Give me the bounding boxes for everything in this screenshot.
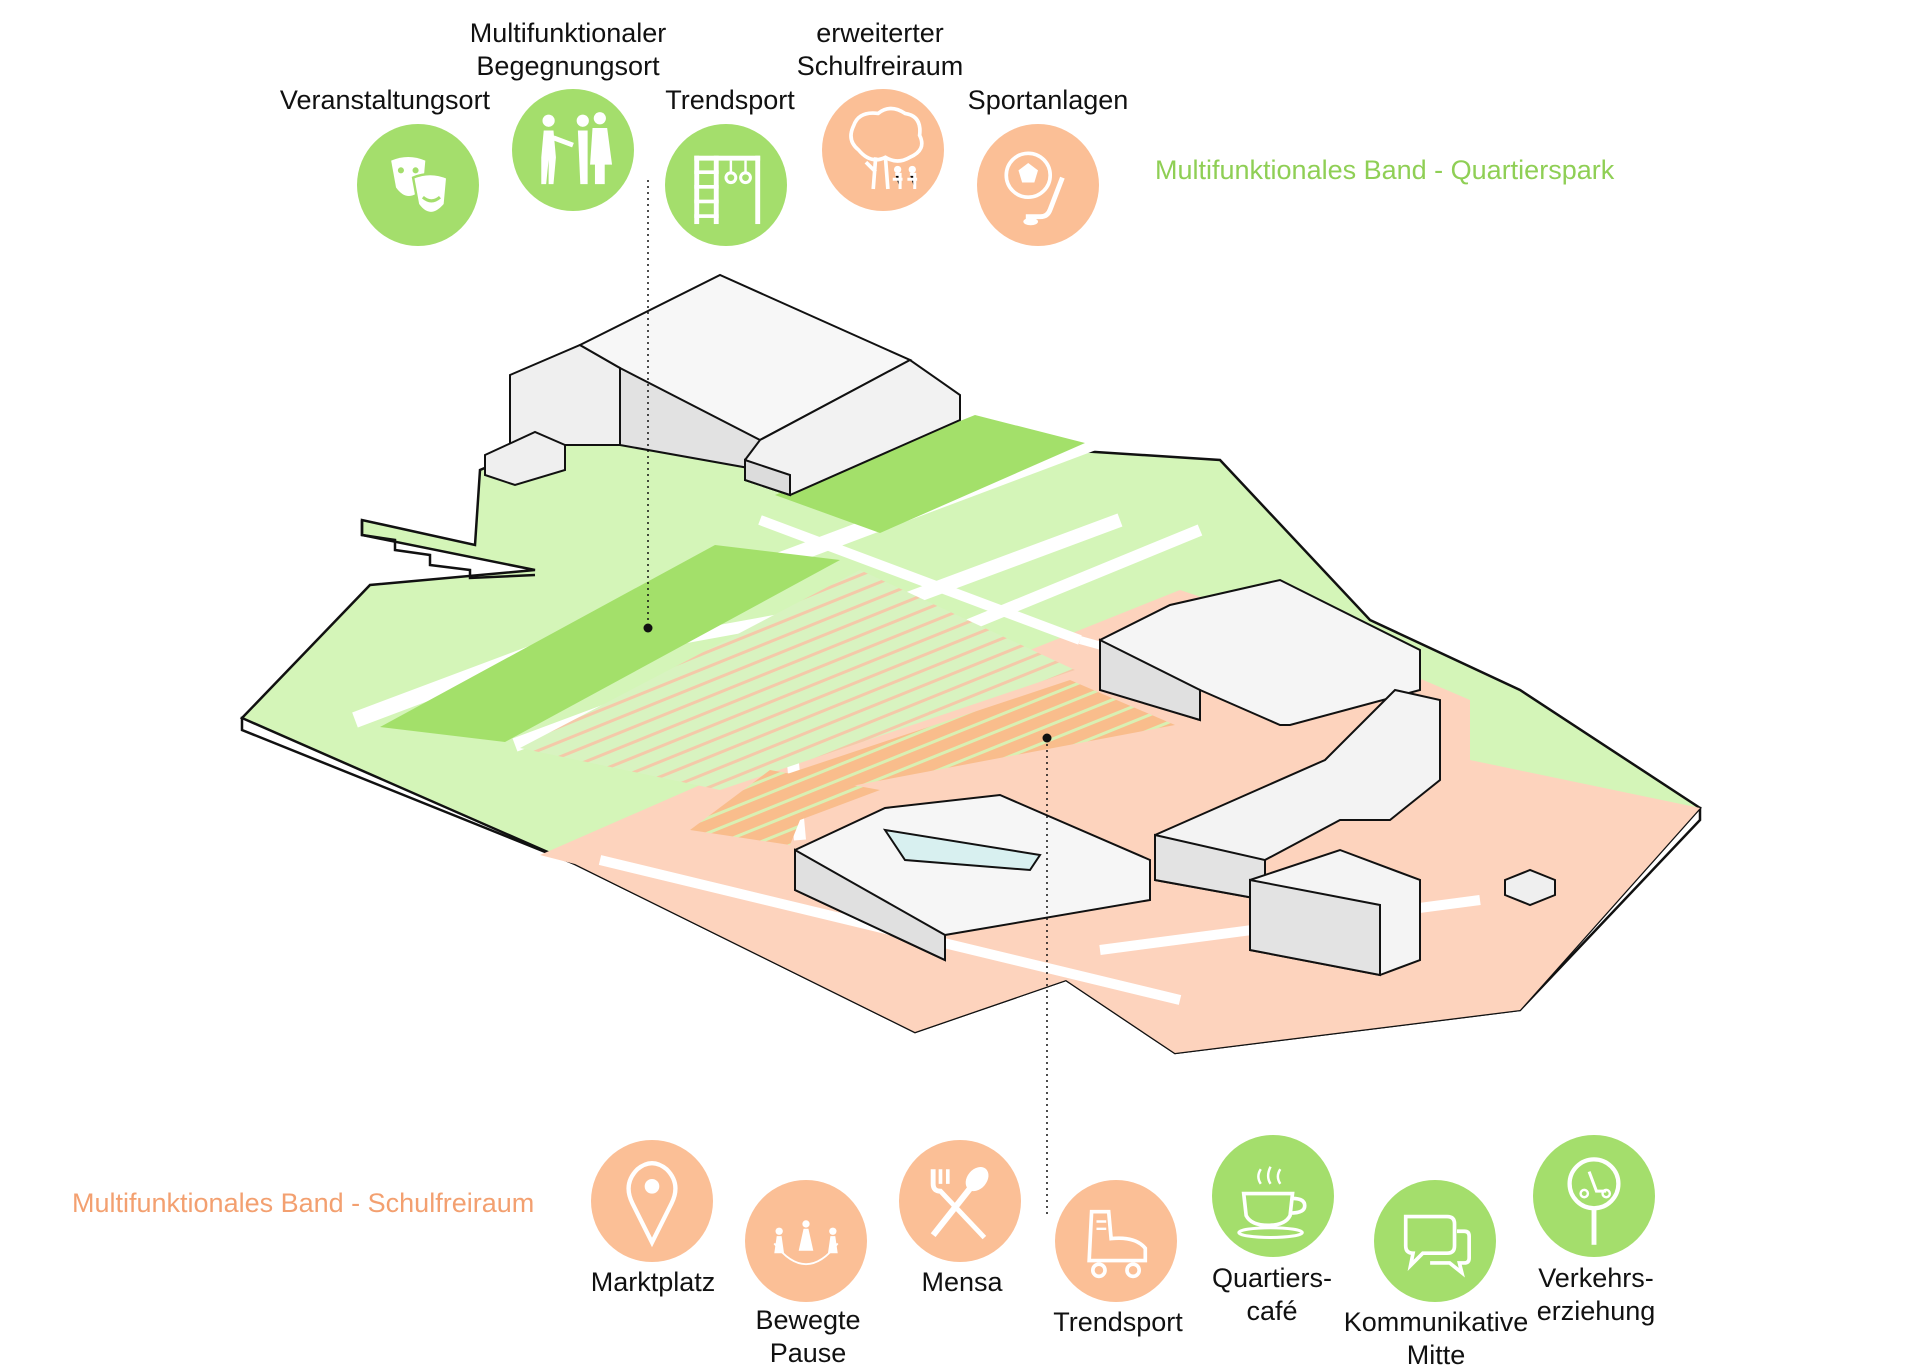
label-trendsport-park: Trendsport bbox=[665, 85, 795, 115]
sports-field-right bbox=[775, 415, 1085, 533]
hatched-zone-orange-2 bbox=[690, 770, 880, 845]
buildings bbox=[484, 273, 1556, 977]
park-band-title: Multifunktionales Band - Quartierspark bbox=[1155, 155, 1615, 185]
roller-skate-icon bbox=[1055, 1180, 1177, 1302]
jump-rope-icon bbox=[745, 1180, 867, 1302]
theater-masks-icon bbox=[357, 124, 479, 246]
label-verkehrserziehung: Verkehrs-erziehung bbox=[1536, 1263, 1656, 1326]
ball-hockey-icon bbox=[977, 124, 1099, 246]
label-mensa: Mensa bbox=[921, 1267, 1003, 1297]
tree-children-icon bbox=[822, 89, 944, 211]
hatched-zone-green bbox=[520, 570, 1075, 790]
label-veranstaltungsort: Veranstaltungsort bbox=[279, 85, 491, 115]
label-marktplatz: Marktplatz bbox=[590, 1267, 716, 1297]
leader-lines bbox=[643, 180, 1052, 1215]
label-trendsport-school: Trendsport bbox=[1053, 1307, 1183, 1337]
location-pin-icon bbox=[591, 1140, 713, 1262]
label-quartierscafe: Quartiers-café bbox=[1211, 1263, 1333, 1326]
sports-field-left bbox=[380, 545, 840, 742]
gym-rings-icon bbox=[665, 124, 787, 246]
scooter-sign-icon bbox=[1533, 1135, 1655, 1257]
speech-bubbles-icon bbox=[1374, 1180, 1496, 1302]
school-band-title: Multifunktionales Band - Schulfreiraum bbox=[72, 1188, 535, 1218]
coffee-cup-icon bbox=[1212, 1135, 1334, 1257]
people-meeting-icon bbox=[512, 89, 634, 211]
hatched-zone-orange-1 bbox=[775, 680, 1175, 790]
site-base bbox=[239, 415, 1702, 1055]
fork-spoon-icon bbox=[899, 1140, 1021, 1262]
label-sportanlagen: Sportanlagen bbox=[967, 85, 1129, 115]
